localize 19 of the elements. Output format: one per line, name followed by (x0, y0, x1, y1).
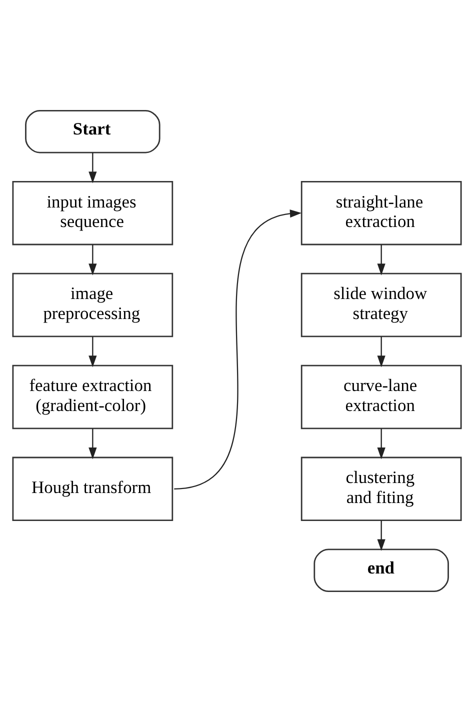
arrow (174, 210, 302, 490)
arrow (88, 336, 97, 368)
node-box: Hough transform (12, 456, 174, 522)
arrow (377, 244, 386, 276)
node-box: Start (25, 110, 160, 154)
arrow (88, 244, 97, 276)
arrow (88, 428, 97, 460)
node-box: straight-lane extraction (300, 180, 462, 246)
arrow (377, 520, 386, 551)
node-box: feature extraction (gradient-color) (12, 364, 174, 430)
arrow (377, 428, 386, 460)
node-box: curve-lane extraction (300, 364, 462, 430)
node-box: input images sequence (12, 180, 174, 246)
arrow (377, 336, 386, 368)
node-box: image preprocessing (12, 272, 174, 338)
arrow (88, 152, 97, 184)
node-box: slide window strategy (300, 272, 462, 338)
node-box: end (314, 548, 449, 592)
node-box: clustering and fiting (300, 456, 462, 522)
